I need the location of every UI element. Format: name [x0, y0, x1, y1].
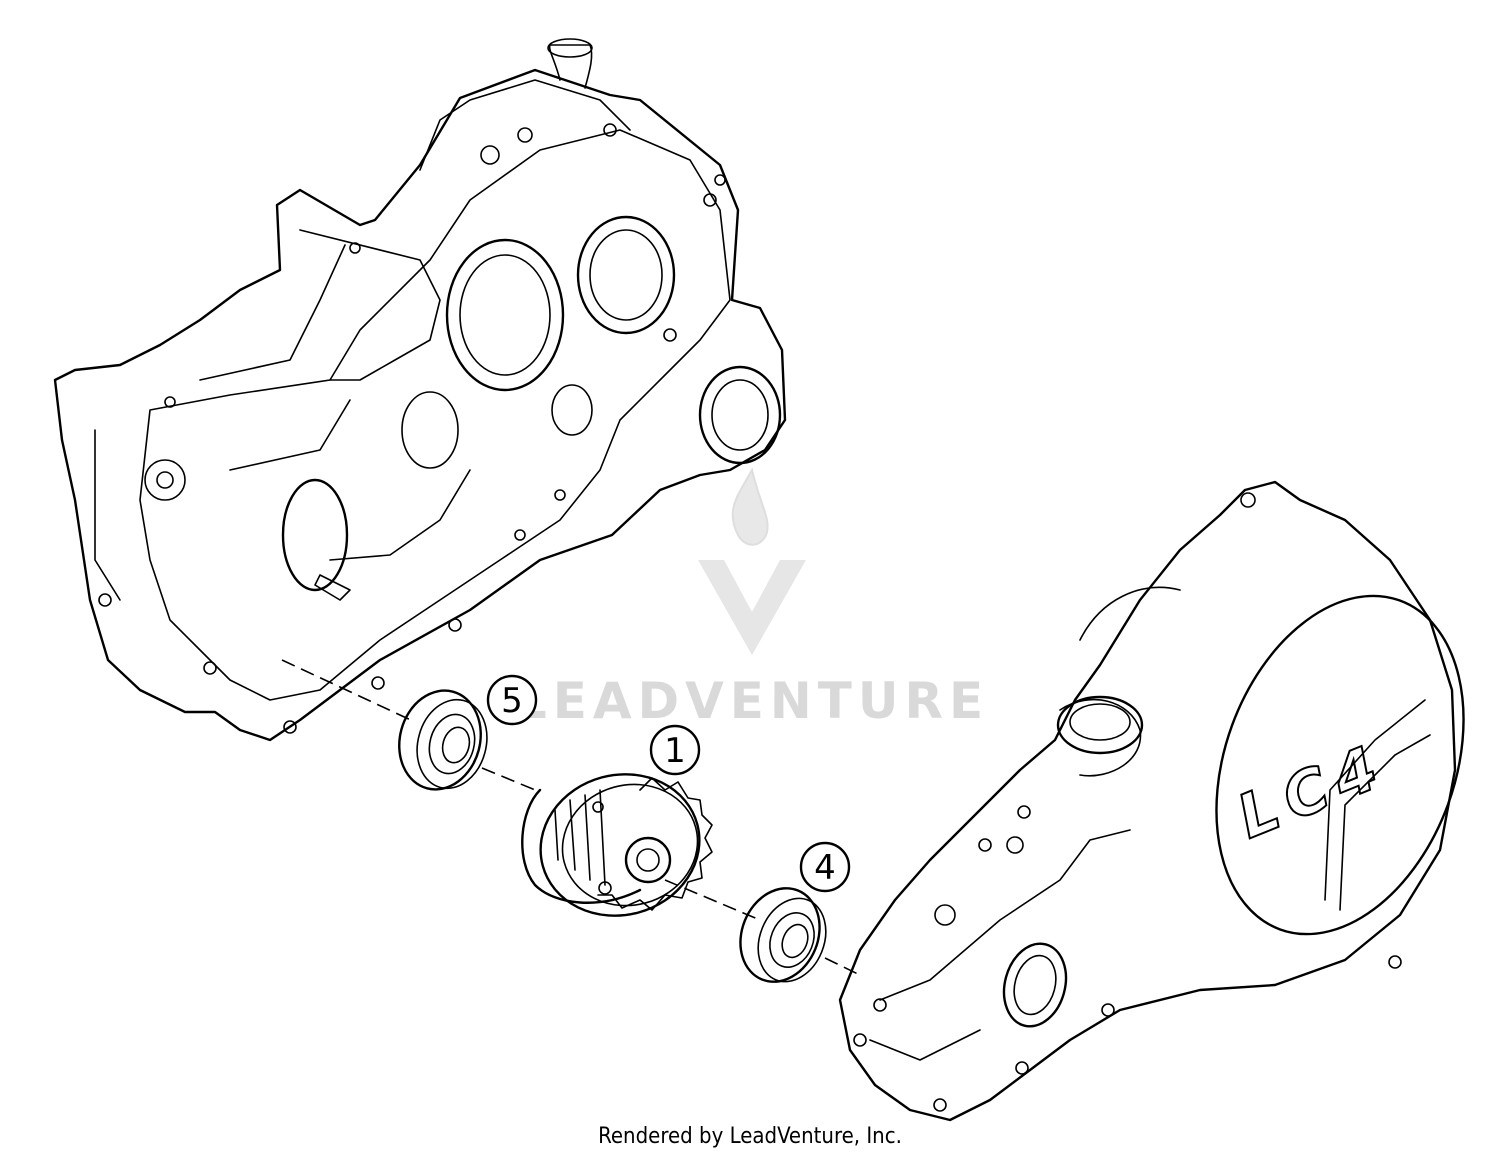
gear-assembly: [521, 773, 713, 917]
callout-5-label: 5: [501, 681, 523, 721]
watermark-brand: LEADVENTURE: [515, 672, 989, 730]
side-cover: [838, 480, 1465, 1122]
callout-5: 5: [486, 674, 538, 726]
bearing-left: [398, 689, 488, 791]
callout-1: 1: [649, 724, 701, 776]
callout-4: 4: [799, 841, 851, 893]
callout-1-label: 1: [664, 731, 686, 771]
crankcase-half: [53, 38, 787, 742]
callout-4-label: 4: [814, 848, 836, 888]
axis-lines: [281, 659, 861, 976]
leadventure-watermark: LEADVENTURE: [515, 467, 989, 730]
bearing-right: [739, 887, 827, 983]
cover-logo: LC4: [1228, 730, 1397, 853]
footer-credit: Rendered by LeadVenture, Inc.: [598, 1124, 902, 1149]
v-logo-icon: [698, 560, 806, 655]
flame-icon: [731, 467, 769, 546]
